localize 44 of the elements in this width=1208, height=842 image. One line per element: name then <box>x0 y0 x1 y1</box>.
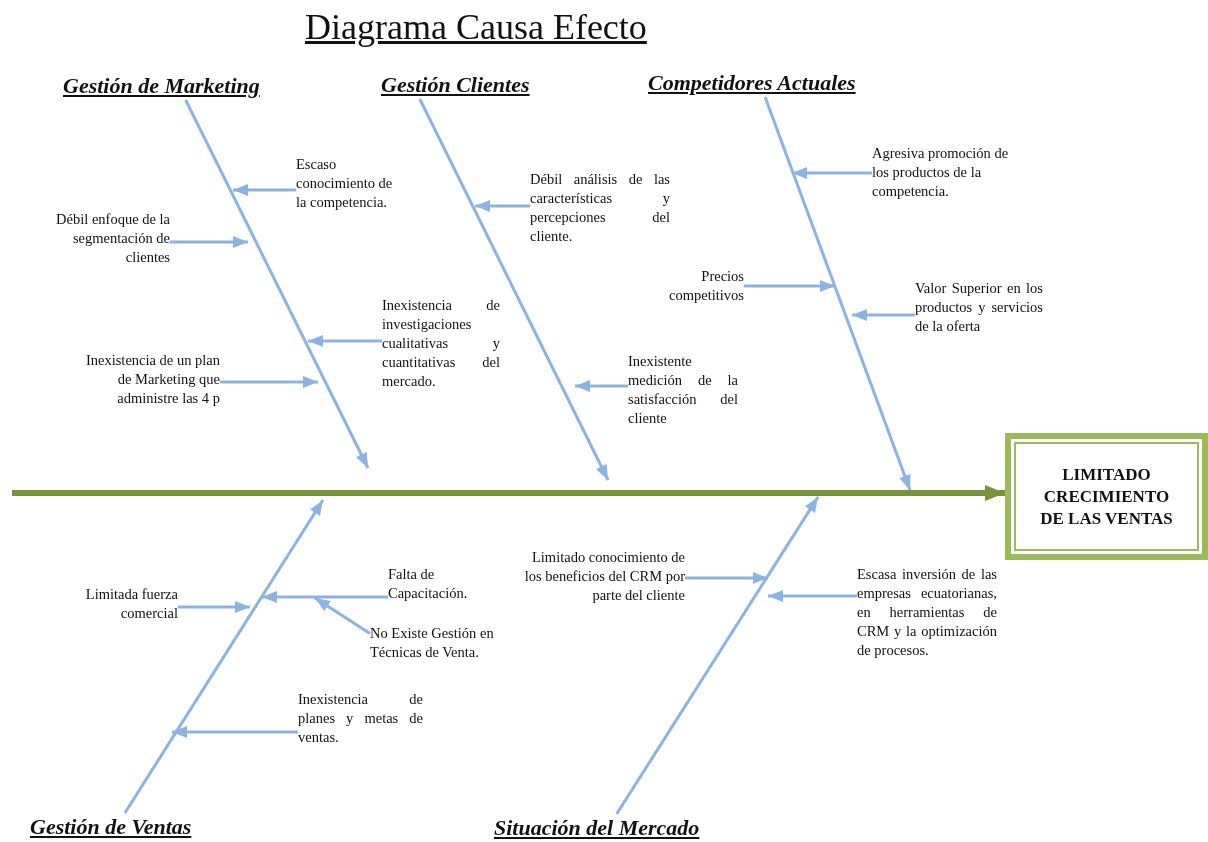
spine-arrow <box>12 485 1005 501</box>
arrow <box>575 380 628 392</box>
cause-text: No Existe Gestión en Técnicas de Venta. <box>370 624 520 662</box>
cause-text: Precios competitivos <box>640 267 744 305</box>
arrow <box>685 572 768 584</box>
diagram-title: Diagrama Causa Efecto <box>305 6 647 48</box>
category-heading: Gestión de Marketing <box>63 72 260 100</box>
arrow <box>178 601 250 613</box>
cause-text: Inexistente medición de la satisfacción del cliente <box>628 352 738 428</box>
arrow <box>314 596 371 635</box>
arrow <box>262 591 388 603</box>
bone-arrow <box>184 99 370 469</box>
bone-arrow <box>763 96 912 491</box>
category-heading: Situación del Mercado <box>494 814 700 842</box>
bone-arrow <box>418 98 610 481</box>
bone-arrow <box>123 499 325 814</box>
cause-text: Inexistencia de planes y metas de ventas. <box>298 690 423 747</box>
effect-text: LIMITADO CRECIMIENTO DE LAS VENTAS <box>1039 463 1174 530</box>
arrow <box>172 726 298 738</box>
cause-text: Escasa inversión de las empresas ecuatorianas, en herramientas de CRM y la optimización de procesos. <box>857 565 997 660</box>
arrow <box>768 590 857 602</box>
arrow <box>308 335 382 347</box>
bone-arrow <box>615 496 820 815</box>
category-heading: Competidores Actuales <box>648 69 856 97</box>
cause-text: Débil análisis de las características y percepciones del cliente. <box>530 170 670 246</box>
cause-text: Escaso conocimiento de la competencia. <box>296 155 396 212</box>
cause-text: Inexistencia de investigaciones cualitativas y cuantitativas del mercado. <box>382 296 500 391</box>
cause-text: Valor Superior en los productos y servicios de la oferta <box>915 279 1043 336</box>
arrow <box>475 200 530 212</box>
cause-text: Limitada fuerza comercial <box>50 585 178 623</box>
category-heading: Gestión Clientes <box>381 71 530 99</box>
arrow <box>170 236 248 248</box>
cause-text: Agresiva promoción de los productos de la competencia. <box>872 144 1014 201</box>
cause-text: Falta de Capacitación. <box>388 565 498 603</box>
arrow <box>220 376 318 388</box>
effect-box <box>1005 433 1208 560</box>
arrow <box>852 309 915 321</box>
arrow <box>233 184 296 196</box>
cause-text: Inexistencia de un plan de Marketing que administre las 4 p <box>70 351 220 408</box>
cause-text: Débil enfoque de la segmentación de clientes <box>40 210 170 267</box>
arrow <box>792 167 872 179</box>
arrow <box>744 280 835 292</box>
cause-text: Limitado conocimiento de los beneficios del CRM por parte del cliente <box>515 548 685 605</box>
category-heading: Gestión de Ventas <box>30 813 192 841</box>
